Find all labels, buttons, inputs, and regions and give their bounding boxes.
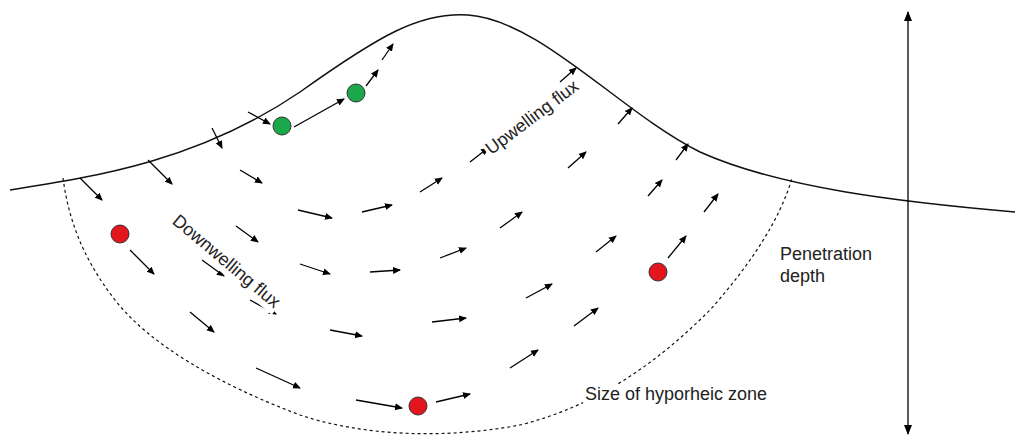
depth-arrow <box>907 12 908 434</box>
dimension-label: Penetration depth <box>778 244 904 287</box>
flow-arrows <box>80 44 718 408</box>
flux-label: Downwelling flux <box>166 209 286 314</box>
bed-surface <box>10 15 1015 212</box>
tracer-particles <box>111 84 667 415</box>
hyporheic-boundary <box>63 178 792 434</box>
zone-label: Size of hyporheic zone <box>583 384 769 406</box>
flux-label: Upwelling flux <box>481 75 586 161</box>
